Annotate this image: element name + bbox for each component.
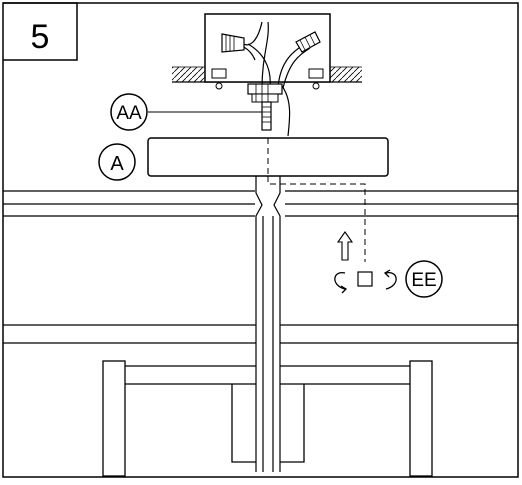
downrod — [255, 176, 281, 472]
label-ee: EE — [411, 270, 436, 291]
fixture-body — [102, 360, 433, 477]
set-screw-icon — [357, 271, 373, 287]
callout-aa: AA — [110, 93, 262, 131]
wire-nut-icon — [221, 31, 321, 53]
supply-wires — [231, 21, 311, 89]
step-number-box: 5 — [3, 2, 78, 61]
lower-frame-bars — [3, 324, 518, 344]
label-a: A — [110, 153, 124, 175]
step-number: 5 — [31, 18, 50, 56]
upper-frame-bars — [3, 190, 518, 217]
up-arrow-icon — [336, 231, 354, 261]
hidden-wire-path — [267, 176, 366, 262]
threaded-nipple — [261, 101, 272, 131]
rotate-both-directions-icon — [334, 269, 397, 294]
outer-frame — [2, 2, 519, 478]
canopy — [147, 137, 389, 177]
fixture-wire — [281, 85, 291, 137]
callout-ee: EE — [405, 260, 443, 298]
label-aa: AA — [116, 103, 142, 124]
callout-a: A — [98, 143, 136, 181]
mounting-crossbar — [247, 83, 283, 103]
